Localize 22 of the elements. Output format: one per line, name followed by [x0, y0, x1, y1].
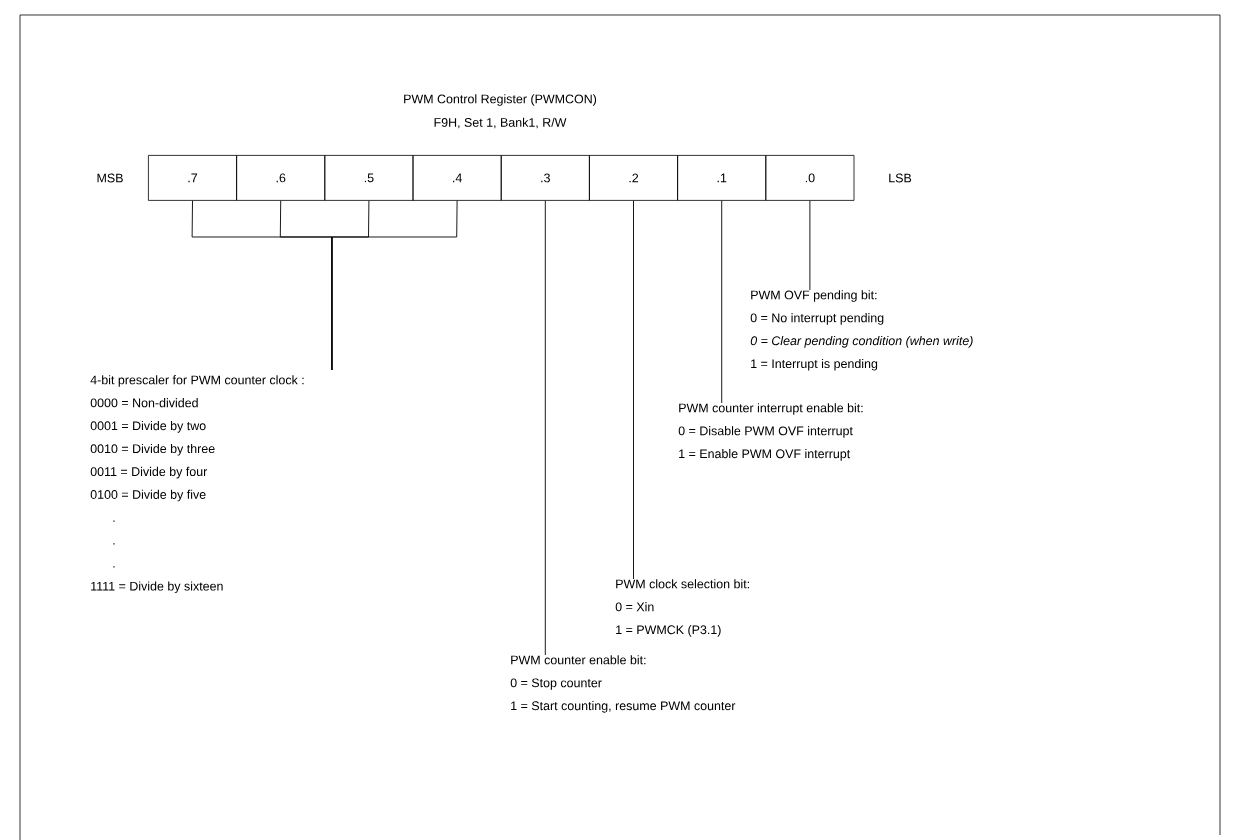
bit-description: PWM clock selection bit: 0 = Xin 1 = PWMCK (P3.1) [615, 579, 749, 637]
leader-line [721, 200, 723, 404]
register-address: F9H, Set 1, Bank1, R/W [434, 117, 567, 129]
bit-cell: .7 [148, 155, 237, 201]
leader-line [633, 200, 634, 580]
msb-label: MSB [97, 173, 123, 183]
bit-cell: .4 [412, 155, 502, 201]
bit-description: PWM OVF pending bit: 0 = No interrupt pending 0 = Clear pending condition (when write) 1 = Interrupt is pending [750, 290, 973, 371]
lsb-label: LSB [889, 173, 912, 183]
bit-cell: .3 [500, 155, 590, 201]
bit-cell: .0 [765, 155, 855, 201]
bit-description: 4-bit prescaler for PWM counter clock : 0000 = Non-divided 0001 = Divide by two 0010 = Divide by three 0011 = Divide by four 0100 = Divide by five . . . 1111 = Divide by sixteen [90, 375, 304, 594]
bit-cell: .2 [589, 155, 678, 201]
bit-description: PWM counter interrupt enable bit: 0 = Disable PWM OVF interrupt 1 = Enable PWM OVF interrupt [678, 403, 863, 461]
leader-line [809, 200, 811, 291]
title: PWM Control Register (PWMCON) [404, 94, 597, 106]
bit-cell: .6 [236, 155, 326, 201]
leader-line [544, 200, 546, 656]
bracket-line [331, 200, 458, 371]
bit-cell: .5 [324, 155, 414, 201]
bit-cell: .1 [677, 155, 767, 201]
bit-description: PWM counter enable bit: 0 = Stop counter 1 = Start counting, resume PWM counter [510, 655, 736, 713]
